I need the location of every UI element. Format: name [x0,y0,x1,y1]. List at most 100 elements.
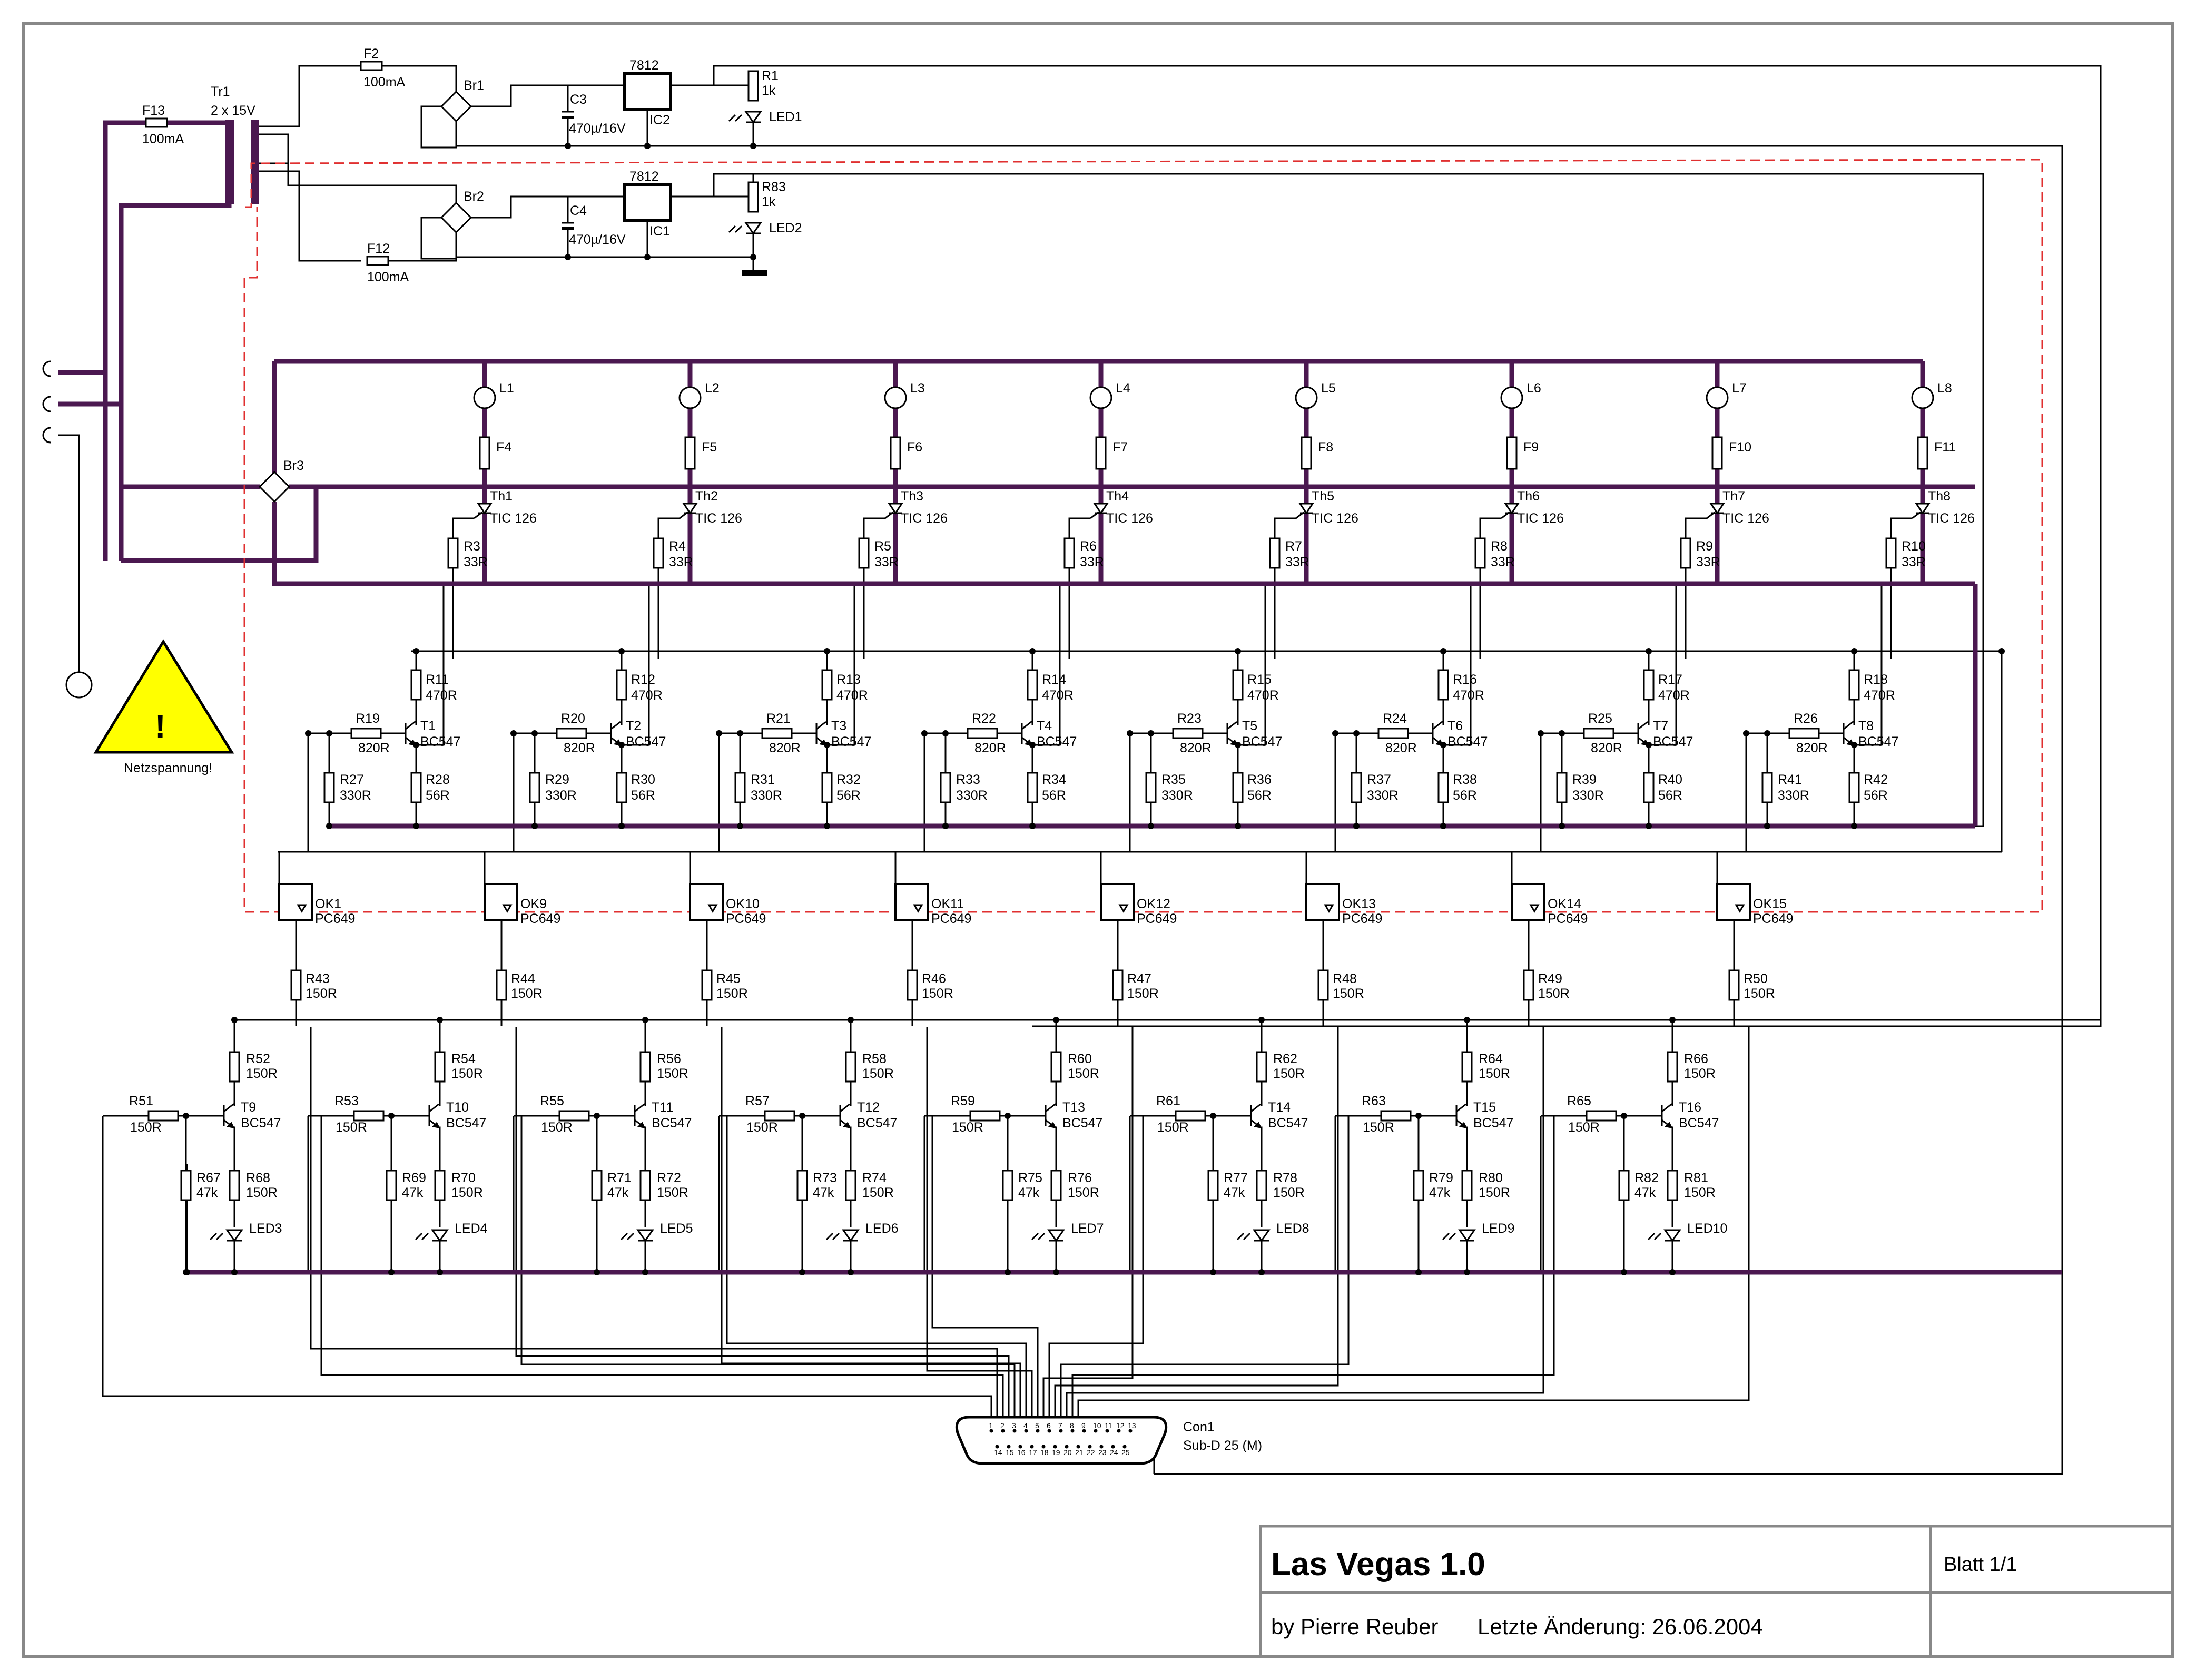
fuse-F2 [360,61,383,71]
resistor-value: 47k [402,1185,424,1200]
transistor-label: T9 [241,1100,256,1115]
warning-triangle-icon [93,639,234,754]
lamp-icon [1706,386,1729,409]
resistor-value: 150R [246,1185,278,1200]
resistor-value: 1k [762,83,776,98]
junction-dot [1646,742,1652,748]
junction-dot [824,823,830,829]
resistor-value: 470R [1247,688,1279,703]
junction-dot [1464,1017,1470,1023]
transistor-arrow [431,1122,440,1129]
resistor-R45 [701,969,713,1001]
junction-dot [183,1113,189,1119]
fuse-F10 [1711,436,1723,470]
thyristor-type: TIC 126 [1517,511,1564,526]
resistor-label: R9 [1696,539,1713,554]
capacitor-value: 470µ/16V [569,121,626,136]
resistor-label: R18 [1864,672,1888,687]
optocoupler-type: PC649 [1342,911,1382,926]
junction-dot [942,730,949,736]
fuse-F2-label: F2 [363,46,379,61]
thyristor-label: Th4 [1106,489,1129,504]
resistor-value: 47k [1429,1185,1451,1200]
resistor-label: R50 [1744,971,1768,986]
resistor-label: R17 [1658,672,1682,687]
connector-pin-number: 15 [1006,1448,1014,1457]
connector-return-wire [926,1027,1033,1447]
resistor-label: R48 [1333,971,1357,986]
resistor-value: 33R [464,555,488,569]
resistor-R33 [940,772,951,803]
led-label: LED7 [1071,1221,1104,1236]
connector-pin-number: 7 [1058,1421,1062,1430]
resistor-value: 150R [1538,986,1570,1001]
lamp-icon [473,386,496,409]
regulator-label: IC2 [649,113,670,127]
transistor-type: BC547 [1473,1116,1513,1131]
resistor-value: 150R [1333,986,1364,1001]
bridge-label: Br3 [283,458,304,473]
connector-pin-number: 1 [989,1421,993,1430]
bridge-Br1 [440,90,472,123]
connector-pin-number: 4 [1023,1421,1028,1430]
signal-wire [415,706,417,723]
junction-dot [644,254,651,260]
resistor-label: R63 [1362,1094,1386,1108]
lamp-icon [1911,386,1934,409]
optocoupler-icon [1305,883,1340,921]
transistor-label: T16 [1679,1100,1701,1115]
led-arrow [728,114,736,122]
resistor-R56 [639,1051,651,1083]
connector-pin-number: 18 [1040,1448,1049,1457]
connector-pin-number: 12 [1116,1421,1125,1430]
resistor-R73 [796,1170,808,1201]
optocoupler-led [913,904,923,913]
fuse-F13-label: F13 [142,103,165,118]
thyristor-label: Th8 [1928,489,1951,504]
capacitor-label: C4 [570,203,587,218]
resistor-value: 150R [130,1120,162,1135]
resistor-label: R75 [1018,1171,1042,1185]
resistor-value: 33R [669,555,693,569]
junction-dot [737,730,743,736]
mains-terminal-1 [42,360,51,377]
mains-terminal-3 [42,427,51,444]
resistor-label: R57 [745,1094,770,1108]
lamp-label: L8 [1937,381,1952,396]
optocoupler-led [297,904,307,913]
junction-dot [942,823,949,829]
resistor-label: R59 [951,1094,975,1108]
resistor-value: 470R [1864,688,1895,703]
thyristor-gate [1501,511,1510,519]
resistor-R26 [1788,728,1820,739]
resistor-value: 820R [769,741,801,755]
junction-dot [1332,730,1338,736]
sheet-frame [22,22,2174,1658]
lamp-label: L1 [499,381,514,396]
bridge-Br2 [440,201,472,234]
junction-dot [1851,648,1857,654]
junction-dot [1851,742,1857,748]
resistor-value: 820R [1180,741,1212,755]
resistor-label: R74 [862,1171,887,1185]
connector-pin-number: 16 [1017,1448,1026,1457]
led-icon [1458,1229,1476,1242]
transistor-arrow [1253,1122,1262,1129]
connector-pin [1047,1429,1051,1433]
resistor-R55 [558,1110,590,1122]
resistor-value: 820R [358,741,390,755]
connector-pin-number: 24 [1110,1448,1118,1457]
thyristor-label: Th7 [1722,489,1745,504]
resistor-R49 [1523,969,1534,1001]
resistor-value: 150R [511,986,543,1001]
connector-pin [1128,1429,1133,1433]
junction-dot [1235,823,1241,829]
resistor-label: R24 [1383,711,1407,726]
resistor-value: 56R [1864,788,1888,803]
resistor-label: R82 [1634,1171,1659,1185]
resistor-value: 150R [952,1120,983,1135]
connector-return-wire [310,1027,998,1447]
junction-dot [1621,1113,1627,1119]
transistor-type: BC547 [831,734,871,749]
connector-signal-wire [1060,1116,1350,1431]
